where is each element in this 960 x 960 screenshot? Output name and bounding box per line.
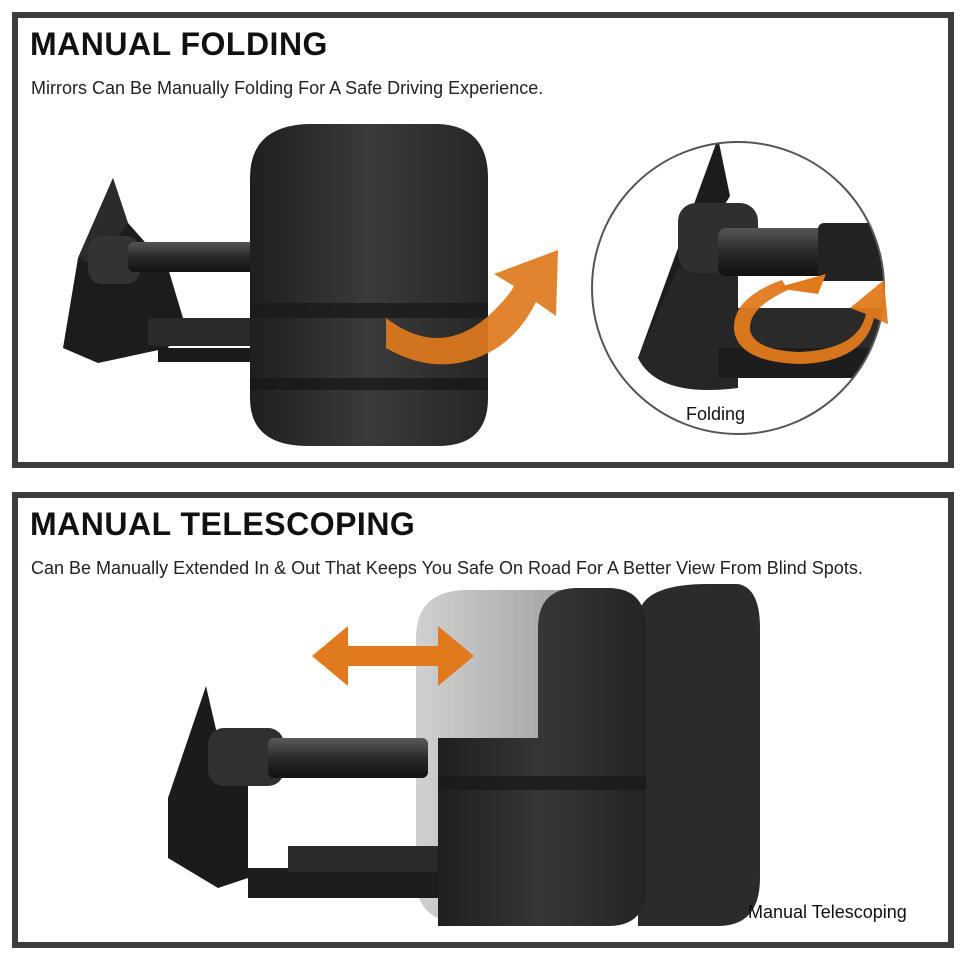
manual-telescoping-panel: MANUAL TELESCOPING Can Be Manually Exten…	[12, 492, 954, 948]
mirror-mount	[168, 686, 284, 888]
section-description-telescoping: Can Be Manually Extended In & Out That K…	[31, 558, 863, 578]
caption-telescoping: Manual Telescoping	[748, 902, 907, 922]
mirror-arms	[128, 242, 258, 362]
mirror-mount	[63, 178, 183, 363]
caption-folding: Folding	[686, 404, 746, 424]
telescoping-illustration	[168, 584, 760, 926]
mirror-head	[438, 588, 646, 926]
double-arrow-icon	[312, 626, 474, 686]
folding-illustration	[63, 124, 888, 446]
mirror-head-extended	[638, 584, 760, 926]
mirror-arms	[248, 738, 438, 898]
rotate-arrow-icon	[733, 274, 888, 364]
mirror-head	[250, 124, 488, 446]
manual-folding-panel: MANUAL FOLDING Mirrors Can Be Manually F…	[12, 12, 954, 468]
section-description-folding: Mirrors Can Be Manually Folding For A Sa…	[31, 78, 544, 98]
folding-zoom-circle	[591, 141, 885, 435]
section-title-folding: MANUAL FOLDING	[30, 26, 328, 62]
curved-arrow-icon	[386, 250, 558, 365]
section-title-telescoping: MANUAL TELESCOPING	[30, 506, 416, 542]
